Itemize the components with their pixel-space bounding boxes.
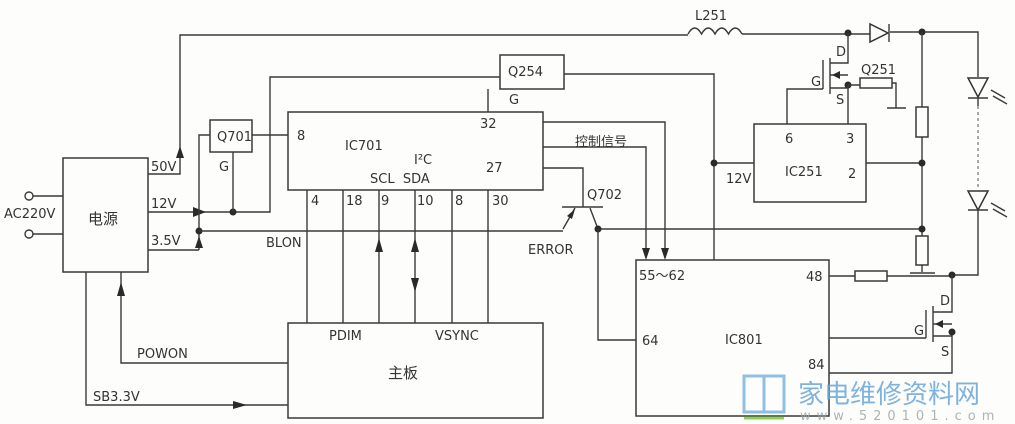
- ic701: 8 IC701 I²C SCL SDA 32 27 4 18 9 10 8 30…: [287, 111, 574, 323]
- ic801-label: IC801: [725, 333, 763, 348]
- ic701-pin-18: 18: [346, 194, 363, 209]
- ic801-pin-55-62: 55～62: [639, 269, 685, 284]
- led-icon: [966, 190, 990, 212]
- q254-gate-label: G: [509, 93, 519, 108]
- q254: Q254 G: [487, 54, 565, 112]
- ic251-pin-3: 3: [846, 132, 854, 147]
- ic701-pin-9: 9: [381, 194, 389, 209]
- bottom-mosfet-d: D: [940, 294, 950, 309]
- ic701-pin-27: 27: [486, 161, 503, 176]
- watermark-logo: 家电维修资料网 www.520101.com: [742, 374, 1000, 424]
- power-supply-label: 电源: [88, 210, 118, 228]
- control-signal-lines: 控制信号: [543, 121, 669, 260]
- main-board-label: 主板: [388, 364, 418, 382]
- v12-label: 12V: [726, 172, 752, 187]
- diode-icon: [869, 22, 890, 44]
- control-signal-label: 控制信号: [575, 135, 627, 150]
- ic801-pin-48: 48: [806, 270, 823, 285]
- q702: Q702: [543, 167, 636, 341]
- blon-label: BLON: [266, 236, 302, 251]
- ic701-pin-30: 30: [492, 194, 509, 209]
- powon-label: POWON: [137, 347, 188, 362]
- ic701-pin-10: 10: [417, 194, 434, 209]
- ac-input-label: AC220V: [4, 207, 56, 222]
- led-icon: [966, 77, 990, 99]
- q251-g: G: [811, 75, 821, 90]
- watermark-url: www.520101.com: [800, 409, 1000, 424]
- q251-label: Q251: [861, 63, 896, 78]
- ic701-pin-8: 8: [297, 129, 305, 144]
- ic701-pin-4: 4: [311, 194, 319, 209]
- ic701-label: IC701: [345, 139, 383, 154]
- ic251-pin-2: 2: [848, 167, 856, 182]
- rail-12v: 12V: [148, 73, 754, 260]
- error-label: ERROR: [528, 243, 574, 258]
- rail-blon: BLON: [148, 227, 922, 251]
- pdim-label: PDIM: [329, 329, 362, 344]
- out-50v-label: 50V: [151, 160, 177, 175]
- ic701-bus-label: I²C: [414, 153, 432, 168]
- standby-lines: POWON SB3.3V: [85, 272, 288, 409]
- led-string: [952, 77, 1008, 276]
- ic801-pin-84: 84: [808, 358, 825, 373]
- ic251-pin-6: 6: [785, 132, 793, 147]
- bottom-mosfet-s: S: [941, 345, 949, 360]
- sb33-label: SB3.3V: [93, 390, 140, 405]
- out-12v-label: 12V: [151, 197, 177, 212]
- watermark-name: 家电维修资料网: [798, 380, 980, 410]
- rail-50v: L251: [148, 9, 979, 175]
- main-board: PDIM VSYNC 主板: [287, 322, 544, 419]
- q251-d: D: [836, 45, 846, 60]
- ic701-pin-8b: 8: [455, 194, 463, 209]
- ic251: 6 3 IC251 2: [753, 123, 922, 203]
- sense-resistor-column: [910, 32, 935, 274]
- ic251-label: IC251: [785, 165, 823, 180]
- q702-label: Q702: [587, 188, 622, 203]
- q251-mosfet: D G S Q251: [786, 33, 906, 124]
- q254-label: Q254: [508, 65, 543, 80]
- q701-gate-label: G: [219, 160, 229, 175]
- q701: Q701 G: [198, 119, 288, 250]
- ic701-scl-sda: SCL SDA: [370, 172, 430, 187]
- bottom-mosfet: D G S: [829, 275, 956, 374]
- ic701-pin-32: 32: [480, 117, 497, 132]
- power-supply-block: 电源 AC220V 50V 12V 3.5V: [4, 157, 181, 273]
- ic801-pin-64: 64: [642, 334, 659, 349]
- bottom-mosfet-g: G: [914, 324, 924, 339]
- vsync-label: VSYNC: [435, 329, 479, 344]
- out-3v5-label: 3.5V: [151, 234, 181, 249]
- q251-s: S: [836, 93, 844, 108]
- l251-label: L251: [695, 9, 727, 24]
- q701-label: Q701: [217, 130, 252, 145]
